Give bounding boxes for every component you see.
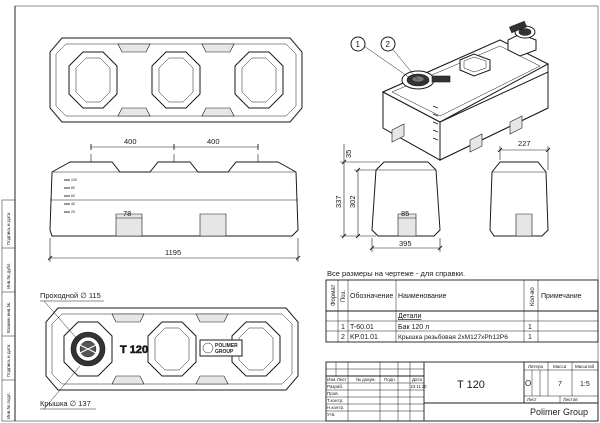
dim-height-body: 302 [348,195,357,208]
col-name: Наименование [398,293,447,300]
balloon-2 [380,36,396,52]
filler-cap-top [63,321,113,377]
balloon-1-number: 1 [356,40,361,49]
dim-front-width: 395 [399,239,412,248]
col-note: Примечание [541,293,582,300]
top-octagon-3 [234,51,284,109]
dim-overall-length: 1195 [165,248,181,257]
strip-label-2: Инв.№ дубл. [6,262,11,289]
tb-sheets: Листов [563,397,578,402]
strip-label-4: Подпись и дата [6,344,11,377]
tb-date: Дата [412,377,422,382]
row-1-pos: 1 [341,324,345,331]
level-mark-100: 100 [71,178,77,182]
tb-company: Polimer Group [530,407,588,417]
row-2-pos: 2 [341,334,345,341]
row-1-qty: 1 [528,324,532,331]
top-octagon-1 [68,51,118,109]
dim-side-width: 227 [518,139,531,148]
tb-mass-value: 7 [558,381,562,388]
side-view: 227 [489,139,551,237]
dim-inner-width: 85 [401,209,409,218]
col-qty: Кол-во [530,287,536,306]
balloon-1 [350,36,366,52]
left-stamp-strip: Подпись и дата Инв.№ дубл. Взамен инв.№ … [1,199,16,422]
tank-model-emboss: T 120 [120,344,148,356]
strip-label-5: Инв.№ подл. [6,392,11,419]
tb-sheet: Лист [527,397,537,402]
level-mark-60: 60 [71,194,75,198]
polimer-logo: POLIMER GROUP [199,339,243,357]
strip-label-1: Подпись и дата [6,212,11,245]
throughput-diameter-label: Проходной ∅ 115 [40,291,101,300]
tb-tkontr: Т.контр. [327,398,343,403]
level-mark-80: 80 [71,186,75,190]
col-format: Формат [331,284,337,306]
iso-side-cap [509,20,536,39]
strip-label-3: Взамен инв.№ [6,302,11,333]
tb-litera: Литера [528,364,543,369]
level-scale: 100 80 60 40 20 [64,178,77,214]
level-mark-20: 20 [71,210,75,214]
section-details: Детали [398,313,422,320]
dim-small-width: 78 [123,209,131,218]
lid-diameter-label: Крышка ∅ 137 [40,399,91,408]
col-pos: Поз. [341,290,347,302]
tb-izm: Изм. [327,377,337,382]
tb-masshtab: Масштаб [575,364,595,369]
end-view: 35 337 302 85 395 [334,144,443,252]
tb-massa: Масса [553,364,567,369]
logo-text-2: GROUP [215,349,234,355]
dim-height-total: 337 [334,195,343,208]
tb-scale-value: 1:5 [580,381,590,388]
tb-date-value: 23.11.20 [411,384,428,389]
dim-height-top: 35 [344,150,353,158]
front-view: 400 400 100 80 60 40 20 78 1195 [47,137,301,262]
tb-razrab: Разраб. [327,384,343,389]
dim-spacing-left: 400 [124,137,137,146]
tb-utv: Утв. [327,412,336,417]
row-1-name: Бак 120 л [398,324,429,331]
logo-text-1: POLIMER [215,343,238,349]
col-designation: Обозначение [350,292,393,300]
tb-list: Лист [337,377,347,382]
row-2-designation: KP.01.01 [350,334,378,341]
tb-nkontr: Н.контр. [327,405,344,410]
top-view-with-cap: T 120 POLIMER GROUP Проходной ∅ 115 Крыш… [40,291,299,410]
row-2-qty: 1 [528,334,532,341]
title-block: Изм. Лист № докум. Подп. Дата Разраб. 23… [325,361,599,422]
spec-table: Формат Поз. Обозначение Наименование Кол… [325,279,599,343]
tb-designation: T 120 [457,379,485,391]
tb-doc: № докум. [356,377,376,382]
dim-spacing-right: 400 [207,137,220,146]
row-1-designation: T-60.01 [350,324,374,331]
tb-litera-value: О [525,379,531,388]
row-2-name: Крышка резьбовая 2хМ127хPh12P6 [398,333,508,341]
dimensions-note: Все размеры на чертеже - для справки. [327,269,465,278]
level-mark-40: 40 [71,202,75,206]
top-view [49,37,303,123]
tb-prov: Пров. [327,391,339,396]
top-octagon-2 [151,51,201,109]
tb-sign: Подп. [384,377,396,382]
isometric-view: 1 2 [350,20,550,161]
balloon-2-number: 2 [386,40,391,49]
